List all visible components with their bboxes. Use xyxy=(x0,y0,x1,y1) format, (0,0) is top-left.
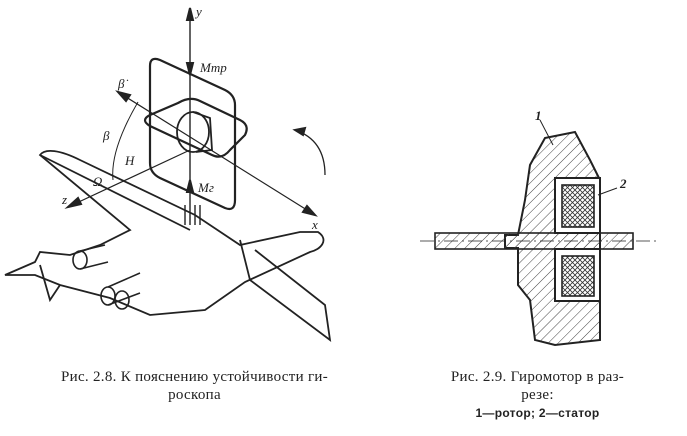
label-stator-number: 2 xyxy=(619,176,627,191)
caption-line: резе: xyxy=(521,387,554,403)
caption-line: Рис. 2.8. К пояснению устойчивости ги- xyxy=(60,369,329,385)
label-y: y xyxy=(194,4,202,19)
label-m-tr: Mтр xyxy=(199,60,227,75)
label-beta-dot: β̇ xyxy=(117,76,128,91)
figure-2-9-diagram xyxy=(420,119,660,347)
label-omega: Ω xyxy=(93,174,102,189)
label-beta: β xyxy=(102,128,110,143)
figure-2-9-caption: Рис. 2.9. Гиромотор в раз- резе: 1—ротор… xyxy=(405,368,670,422)
label-z: z xyxy=(61,192,67,207)
label-h: H xyxy=(124,153,135,168)
caption-legend: 1—ротор; 2—статор xyxy=(475,406,600,420)
figure-2-8-caption: Рис. 2.8. К пояснению устойчивости ги- р… xyxy=(22,368,367,404)
label-m-g: Mг xyxy=(197,180,214,195)
label-x: x xyxy=(311,217,318,232)
label-rotor-number: 1 xyxy=(535,108,542,123)
caption-line: роскопа xyxy=(168,387,221,403)
caption-line: Рис. 2.9. Гиромотор в раз- xyxy=(450,369,625,385)
